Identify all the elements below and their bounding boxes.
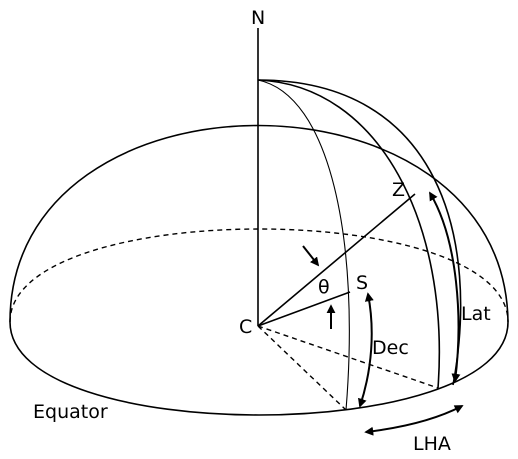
equator-back-arc [9, 228, 509, 323]
zenith-line [257, 193, 416, 327]
lha-arrow [364, 405, 464, 436]
lat-arrow [429, 191, 461, 383]
center-label: C [239, 316, 252, 338]
dec-arrow [358, 292, 374, 408]
latitude-label: Lat [461, 303, 491, 325]
theta-arrow-upper [302, 245, 320, 267]
equator-label: Equator [33, 401, 108, 423]
star-foot-dashed [257, 325, 347, 411]
declination-label: Dec [372, 337, 409, 359]
theta-label: θ [318, 276, 330, 298]
lha-label: LHA [413, 433, 451, 455]
equator-front-arc [9, 321, 509, 416]
hemisphere-dome [9, 124, 509, 323]
star-line [257, 291, 351, 327]
meridian-foot-dashed [257, 325, 439, 389]
observer-meridian-outer [257, 79, 462, 386]
north-label: N [251, 7, 265, 29]
zenith-label: Z [392, 179, 405, 201]
star-meridian [257, 79, 350, 411]
star-label: S [356, 272, 368, 294]
